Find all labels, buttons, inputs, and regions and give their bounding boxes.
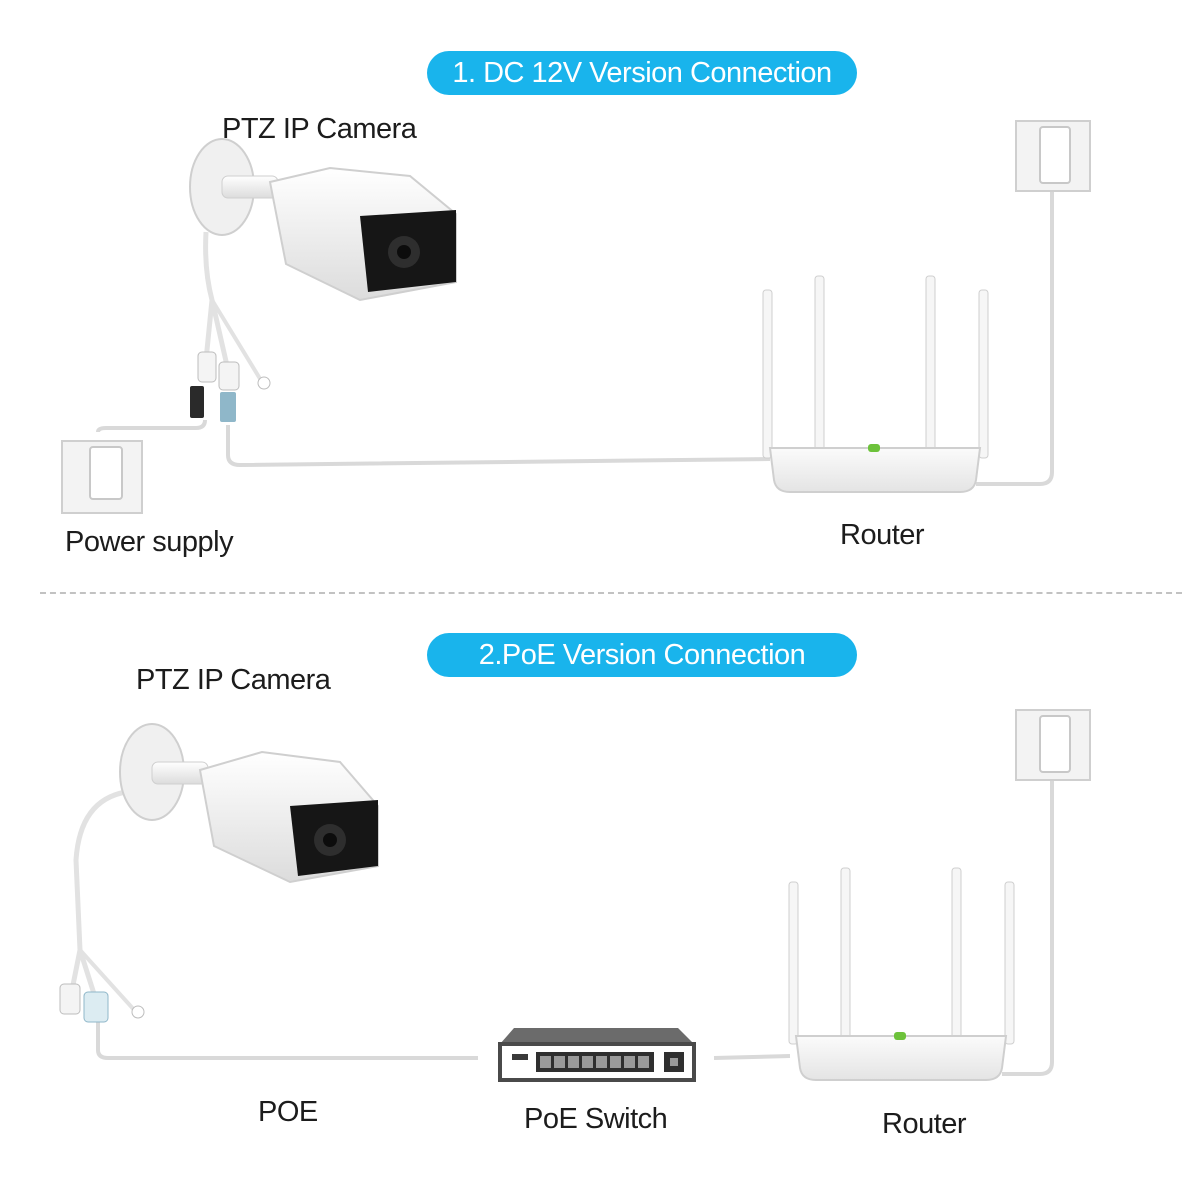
poe-switch-label: PoE Switch bbox=[524, 1103, 667, 1136]
ptz-camera-icon-2 bbox=[60, 724, 378, 1022]
router-icon-1 bbox=[763, 276, 988, 492]
network-cable-2 bbox=[714, 1056, 790, 1058]
router-outlet-icon-1 bbox=[1016, 121, 1090, 191]
camera-label-2: PTZ IP Camera bbox=[136, 664, 330, 697]
router-outlet-icon-2 bbox=[1016, 710, 1090, 780]
poe-switch-icon bbox=[500, 1028, 694, 1080]
router-label-1: Router bbox=[840, 519, 924, 552]
ptz-camera-icon-1 bbox=[190, 139, 456, 422]
router-label-2: Router bbox=[882, 1108, 966, 1141]
power-supply-label: Power supply bbox=[65, 526, 233, 559]
network-cable-1 bbox=[228, 425, 770, 465]
dc-power-cable bbox=[98, 420, 205, 432]
poe-label: POE bbox=[258, 1096, 318, 1129]
power-outlet-icon bbox=[62, 441, 142, 513]
poe-cable bbox=[98, 1020, 478, 1058]
router-icon-2 bbox=[789, 868, 1014, 1080]
camera-label-1: PTZ IP Camera bbox=[222, 113, 416, 146]
